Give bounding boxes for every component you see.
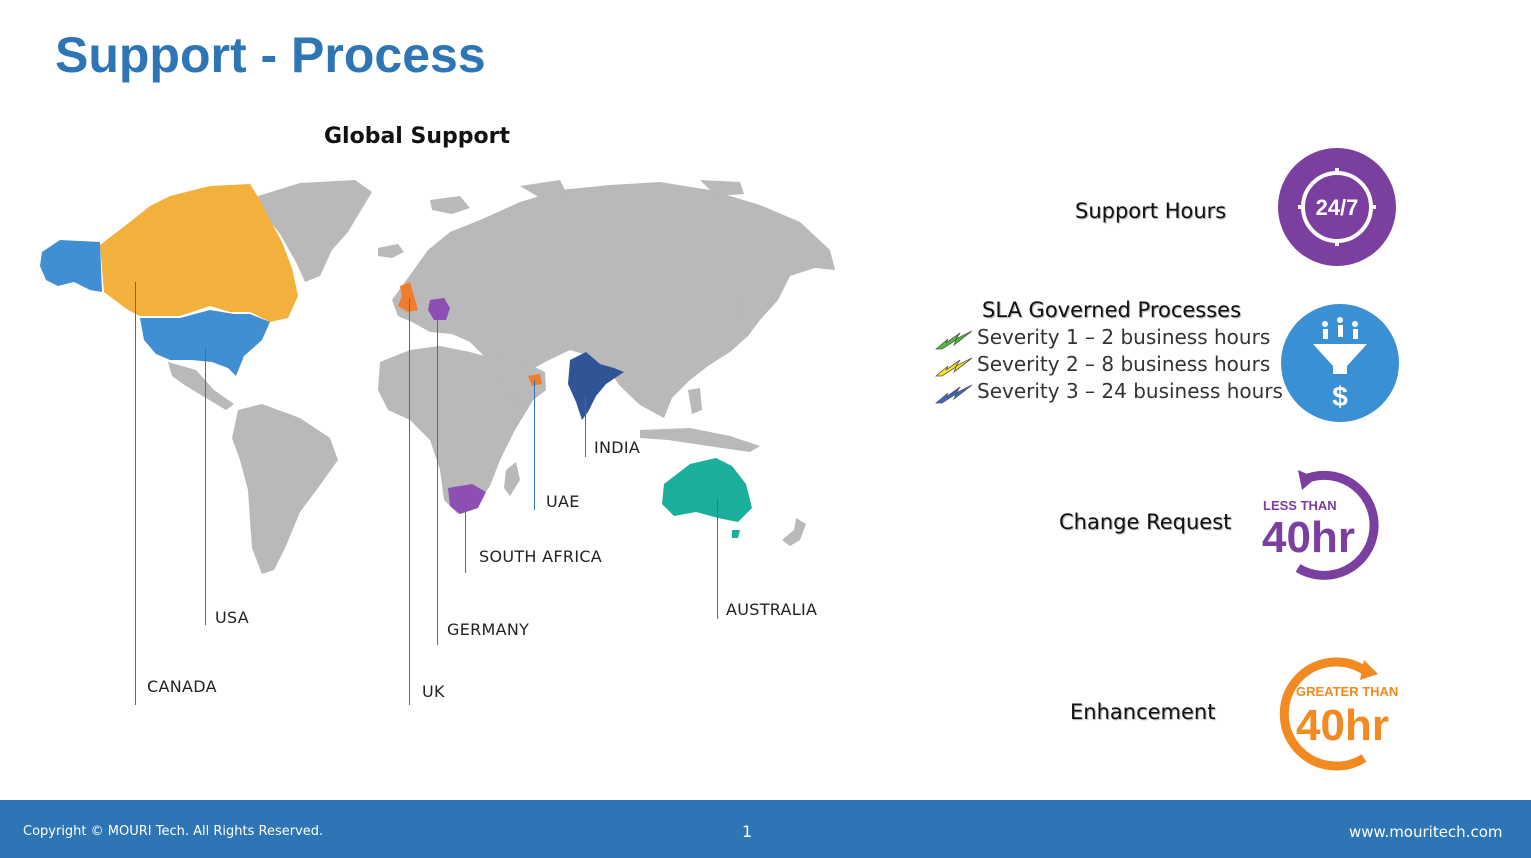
land-philippines <box>688 388 702 414</box>
land-japan <box>726 296 752 344</box>
label-usa: USA <box>215 608 250 627</box>
label-uae: UAE <box>546 492 580 511</box>
leader-lines <box>135 282 718 705</box>
slide-title: Support - Process <box>55 27 486 83</box>
country-tasmania-shape <box>732 530 740 538</box>
label-south-africa: SOUTH AFRICA <box>479 547 603 566</box>
country-india-shape <box>568 352 624 420</box>
severity-list: Severity 1 – 2 business hours Severity 2… <box>934 325 1283 406</box>
footer-bar: Copyright © MOURI Tech. All Rights Reser… <box>0 800 1531 858</box>
world-map <box>40 180 835 705</box>
land-new-zealand <box>782 518 806 546</box>
land-iceland <box>378 244 404 258</box>
country-australia-shape <box>662 458 752 522</box>
change-request-label: Change Request <box>1059 510 1232 534</box>
label-india: INDIA <box>594 438 641 457</box>
less-than-40hr-icon: LESS THAN 40hr <box>1258 468 1398 589</box>
land-madagascar <box>504 462 520 496</box>
country-alaska-shape <box>40 240 102 292</box>
severity-2-text: Severity 2 – 8 business hours <box>977 352 1271 376</box>
map-base-land <box>168 180 835 574</box>
sla-label: SLA Governed Processes <box>982 298 1242 322</box>
country-usa-shape <box>140 310 270 376</box>
severity-1-text: Severity 1 – 2 business hours <box>977 325 1271 349</box>
label-canada: CANADA <box>147 677 217 696</box>
support-hours-label: Support Hours <box>1075 199 1227 223</box>
lightning-yellow-icon <box>934 357 973 377</box>
country-canada-shape <box>100 184 298 322</box>
support-hours-badge: 24/7 <box>1316 195 1359 220</box>
greater-than-40hr-icon: GREATER THAN 40hr <box>1268 656 1408 777</box>
lightning-green-icon <box>934 330 973 350</box>
land-central-america <box>168 362 234 410</box>
enhancement-label: Enhancement <box>1070 700 1216 724</box>
funnel-dollar-icon: $ <box>1281 304 1399 427</box>
label-germany: GERMANY <box>447 620 530 639</box>
severity-1-item: Severity 1 – 2 business hours <box>934 325 1283 352</box>
lightning-blue-icon <box>934 384 973 404</box>
support-hours-icon: 24/7 <box>1278 148 1396 271</box>
land-indonesia <box>640 428 760 452</box>
land-arctic-islands <box>430 180 744 214</box>
less-than-badge-main: 40hr <box>1262 513 1355 562</box>
severity-3-text: Severity 3 – 24 business hours <box>977 379 1283 403</box>
severity-2-item: Severity 2 – 8 business hours <box>934 352 1283 379</box>
land-south-america <box>232 404 338 574</box>
severity-3-item: Severity 3 – 24 business hours <box>934 379 1283 406</box>
page-number: 1 <box>742 822 753 841</box>
label-uk: UK <box>422 682 445 701</box>
svg-text:$: $ <box>1332 381 1348 412</box>
land-greenland <box>258 180 372 282</box>
map-title: Global Support <box>324 124 510 149</box>
footer-copyright: Copyright © MOURI Tech. All Rights Reser… <box>23 824 324 839</box>
country-south-africa-shape <box>448 484 486 514</box>
greater-than-badge-main: 40hr <box>1296 701 1389 750</box>
country-uk-shape <box>398 282 418 312</box>
land-arabia <box>496 354 546 406</box>
less-than-badge-top: LESS THAN <box>1263 498 1337 513</box>
greater-than-badge-top: GREATER THAN <box>1296 684 1398 699</box>
land-africa <box>378 346 532 514</box>
footer-website-link[interactable]: www.mouritech.com <box>1349 823 1503 841</box>
country-germany-shape <box>428 298 450 320</box>
label-australia: AUSTRALIA <box>726 600 818 619</box>
